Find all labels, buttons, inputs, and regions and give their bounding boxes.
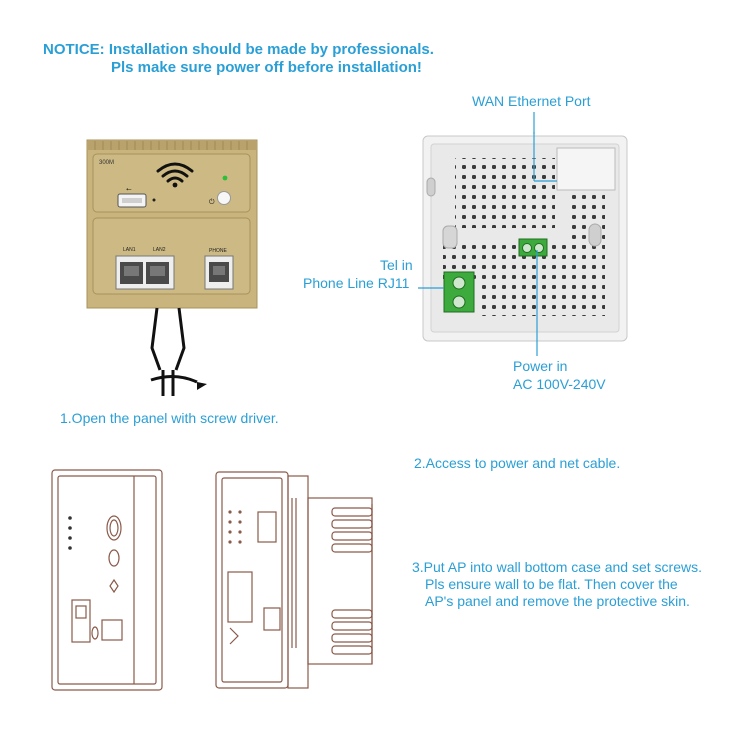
screwdriver-icon xyxy=(150,307,198,396)
wan-port-label: WAN Ethernet Port xyxy=(472,93,591,109)
model-label: 300M xyxy=(99,160,114,166)
tel-in-label: Tel in xyxy=(380,257,413,273)
usb-icon: ⭠ xyxy=(126,185,132,193)
step-3-line-3: AP's panel and remove the protective ski… xyxy=(425,593,690,609)
power-voltage-label: AC 100V-240V xyxy=(513,376,606,392)
wan-module xyxy=(556,147,616,191)
reset-button xyxy=(217,191,231,205)
phone-label: PHONE xyxy=(209,248,227,254)
power-in-label: Power in xyxy=(513,358,568,374)
wifi-icon xyxy=(156,162,194,183)
front-view-sketch xyxy=(51,469,163,691)
front-panel-illustration: 300M ⭠ ⏻ LAN1 LAN2 PHONE xyxy=(86,139,258,396)
notice-line-2: Pls make sure power off before installat… xyxy=(111,59,422,76)
lan2-label: LAN2 xyxy=(153,247,166,253)
step-2-text: 2.Access to power and net cable. xyxy=(414,455,621,471)
step-3-line-1: 3.Put AP into wall bottom case and set s… xyxy=(412,559,703,575)
power-icon: ⏻ xyxy=(209,198,215,206)
back-panel-illustration xyxy=(422,132,628,344)
step-3-line-2: Pls ensure wall to be flat. Then cover t… xyxy=(425,576,678,592)
side-view-sketch xyxy=(215,471,373,689)
phone-line-label: Phone Line RJ11 xyxy=(303,275,410,291)
status-led xyxy=(222,175,228,181)
step-1-text: 1.Open the panel with screw driver. xyxy=(60,410,279,426)
notice-line-1: NOTICE: Installation should be made by p… xyxy=(43,41,434,58)
lan1-label: LAN1 xyxy=(123,247,136,253)
